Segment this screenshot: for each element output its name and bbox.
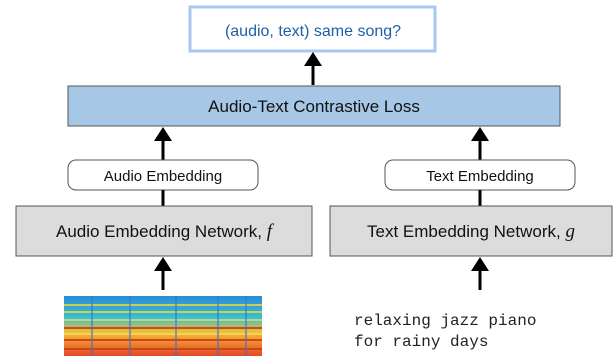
text-input-line-2: for rainy days — [354, 333, 488, 351]
arrow-text-to-text-network — [471, 257, 489, 290]
audio-embedding-label: Audio Embedding — [104, 168, 222, 185]
spectrogram-image — [64, 296, 262, 356]
contrastive-loss-label: Audio-Text Contrastive Loss — [208, 97, 420, 116]
arrow-audio-embedding-to-loss — [154, 127, 172, 160]
question-box — [188, 5, 437, 53]
contrastive-loss-box — [67, 85, 561, 127]
audio-network-box — [15, 205, 313, 257]
arrow-loss-to-question — [304, 52, 322, 85]
text-network-label: Text Embedding Network, g — [367, 221, 575, 242]
question-text: (audio, text) same song? — [225, 23, 401, 40]
text-network-box — [329, 205, 613, 257]
audio-network-label: Audio Embedding Network, f — [56, 221, 275, 242]
text-embedding-label: Text Embedding — [426, 168, 534, 185]
arrow-spectrogram-to-audio-network — [154, 257, 172, 290]
arrow-text-embedding-to-loss — [471, 127, 489, 160]
text-input-line-1: relaxing jazz piano — [354, 312, 536, 330]
